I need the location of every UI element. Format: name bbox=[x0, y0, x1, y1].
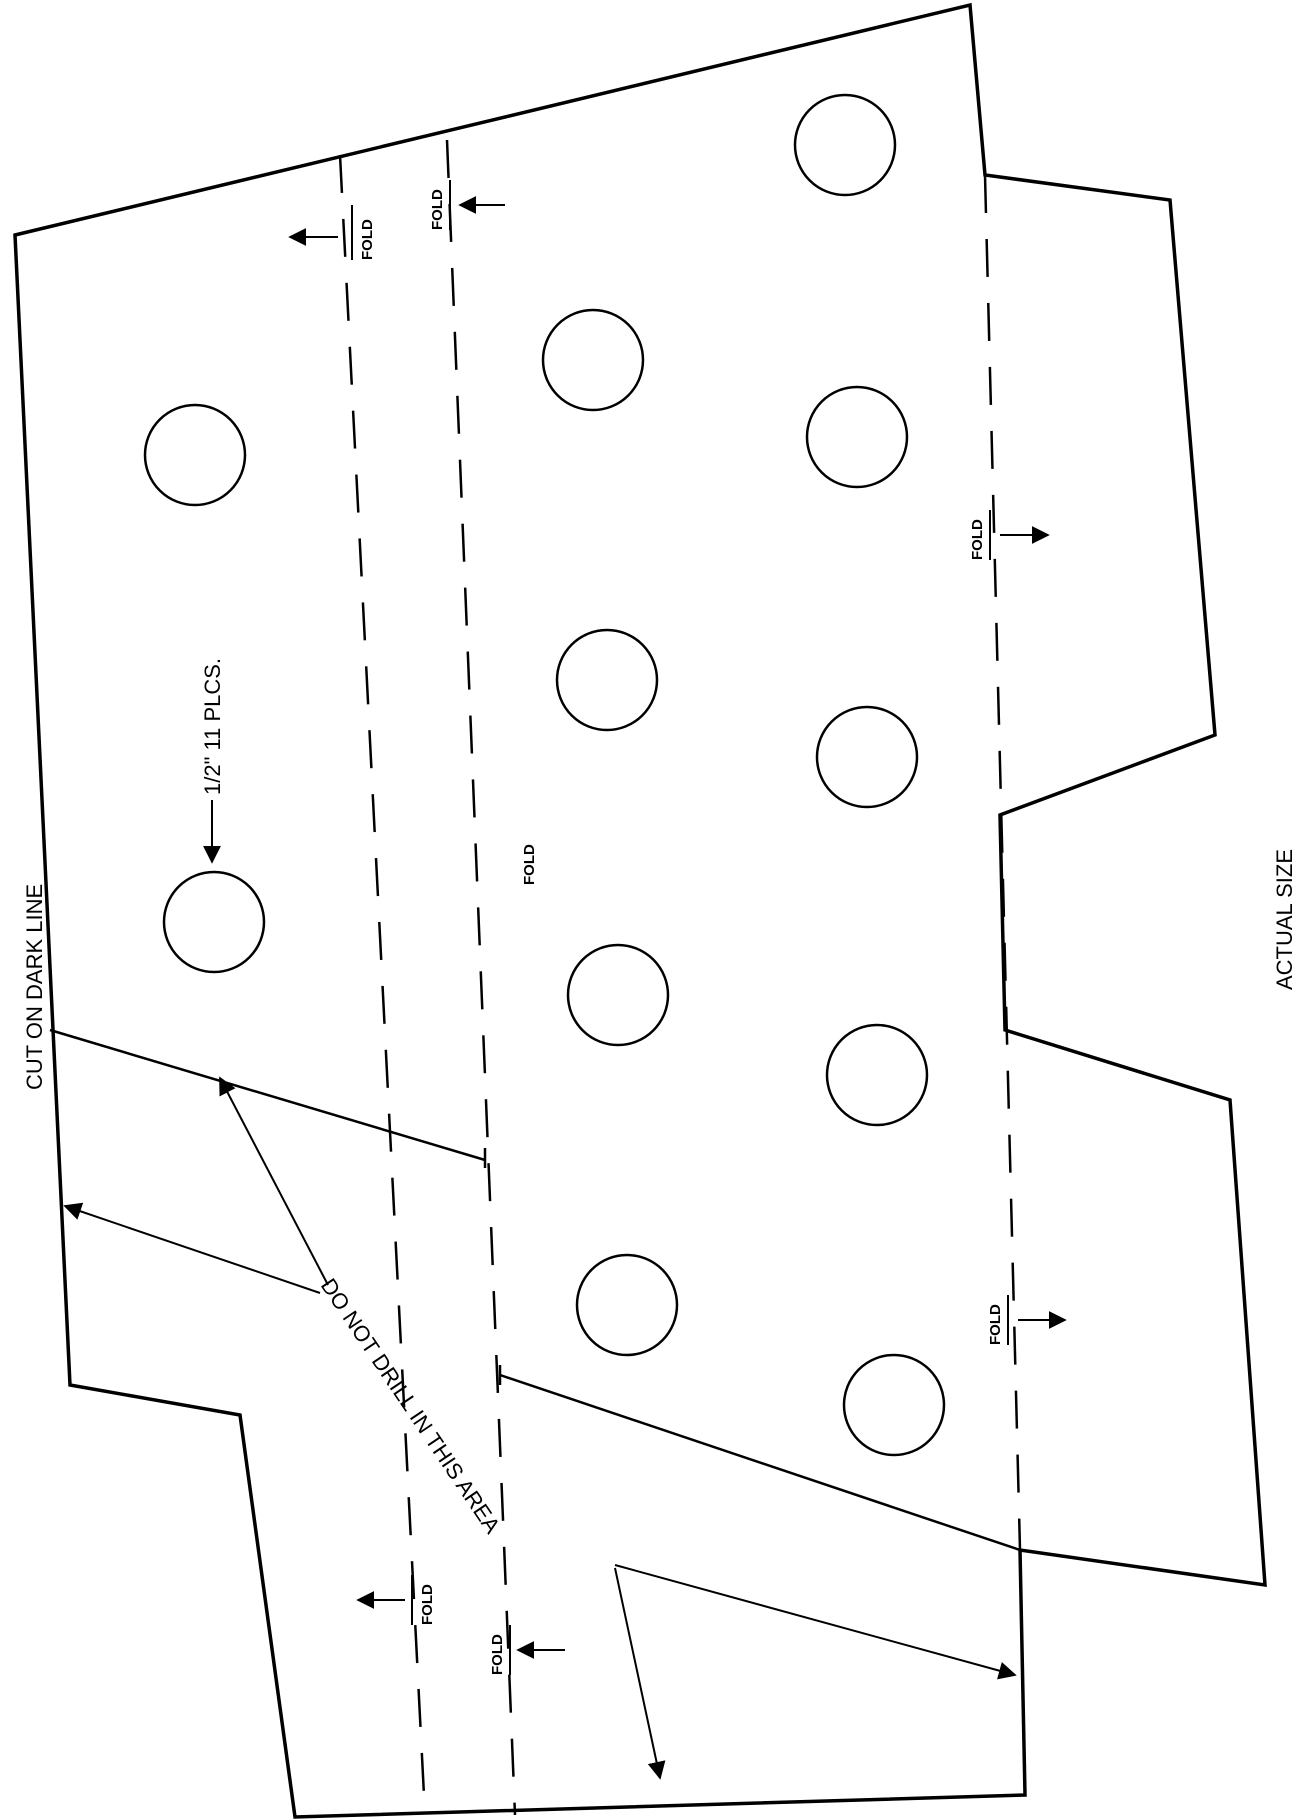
actual-size-label: ACTUAL SIZE bbox=[1272, 849, 1297, 990]
holes bbox=[143, 93, 946, 1457]
fold-label: FOLD bbox=[489, 1634, 506, 1675]
no-drill-leader-1 bbox=[219, 1076, 329, 1286]
hole bbox=[815, 705, 919, 809]
no-drill-leader-2 bbox=[63, 1202, 321, 1294]
hole bbox=[143, 403, 247, 507]
cut-on-dark-line-label: CUT ON DARK LINE bbox=[22, 884, 47, 1090]
hole-spec-label: 1/2" 11 PLCS. bbox=[200, 658, 225, 795]
fold-line-1 bbox=[338, 154, 427, 1816]
fold-label: FOLD bbox=[969, 519, 986, 560]
hole bbox=[825, 1023, 929, 1127]
cut-outline bbox=[13, 2, 1267, 1819]
fold-label: FOLD bbox=[429, 189, 446, 230]
hole bbox=[566, 943, 670, 1047]
hole bbox=[842, 1353, 946, 1457]
no-drill-boundary-top bbox=[49, 1028, 486, 1162]
hole bbox=[555, 628, 659, 732]
hole bbox=[541, 308, 645, 412]
fold-label: FOLD bbox=[521, 844, 538, 885]
do-not-drill-label: DO NOT DRILL IN THIS AREA bbox=[316, 1274, 506, 1538]
no-drill-boundary-bottom bbox=[499, 1373, 1021, 1552]
hole bbox=[793, 93, 897, 197]
no-drill-leader-4 bbox=[614, 1567, 666, 1780]
fold-label: FOLD bbox=[359, 219, 376, 260]
hole bbox=[575, 1253, 679, 1357]
fold-label: FOLD bbox=[419, 1584, 436, 1625]
no-drill-leader-3 bbox=[614, 1564, 1017, 1680]
fold-label: FOLD bbox=[987, 1304, 1004, 1345]
fold-line-2 bbox=[445, 139, 517, 1816]
hole bbox=[805, 385, 909, 489]
hole bbox=[162, 870, 266, 974]
fold-line-3 bbox=[983, 174, 1022, 1551]
